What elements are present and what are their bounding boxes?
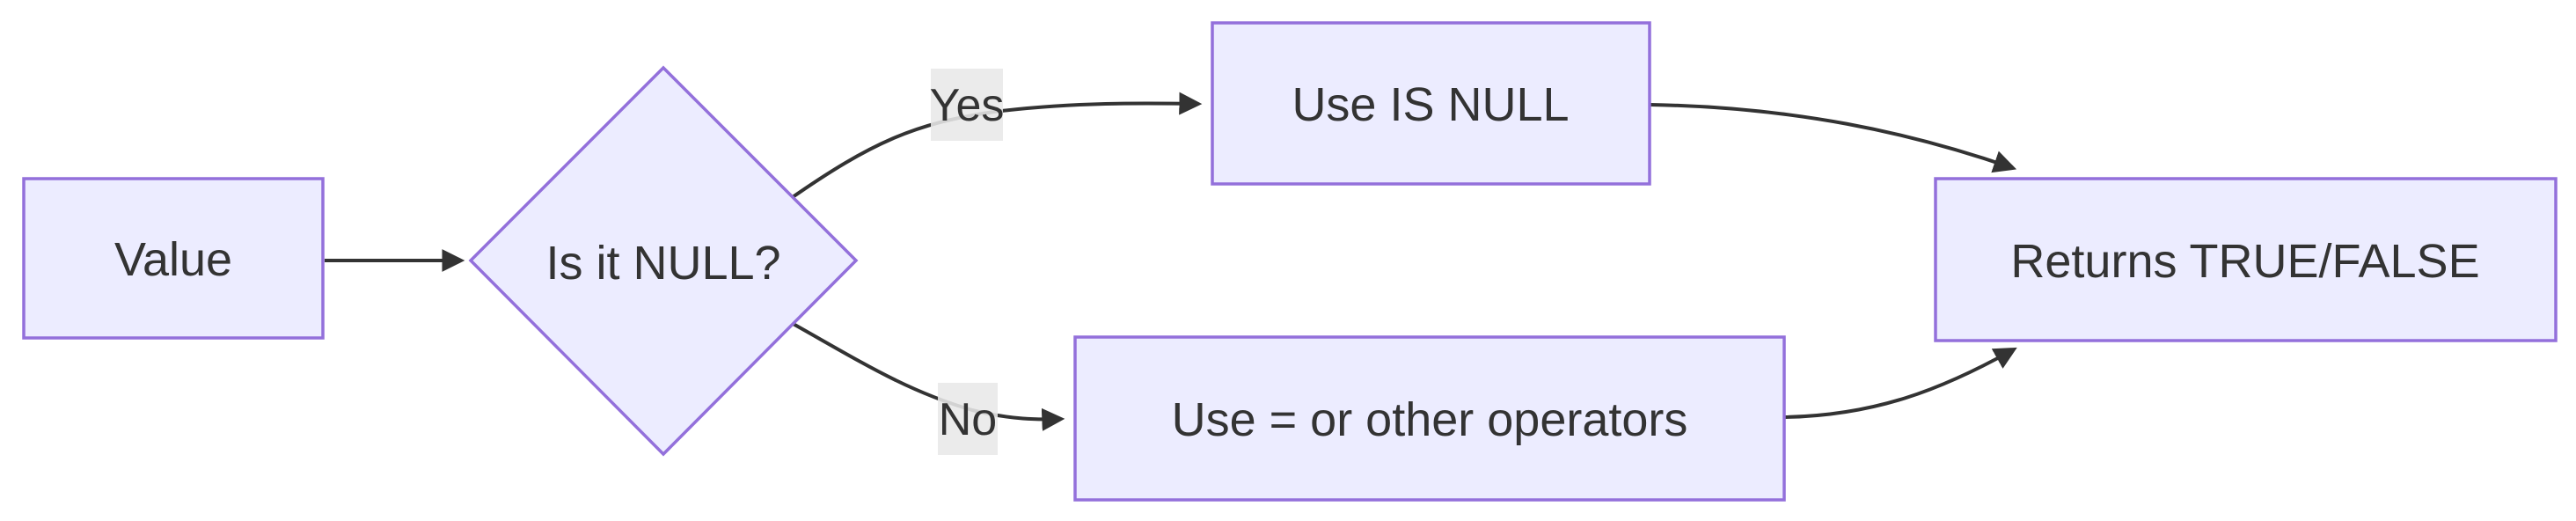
node-use-is-null: Use IS NULL (1211, 21, 1651, 186)
node-use-operators-box (1073, 335, 1786, 502)
edge-use-is-null-to-returns (1650, 103, 2017, 173)
node-use-is-null-box (1211, 21, 1651, 186)
edge-label-yes-bg (931, 69, 1003, 141)
node-decision-label: Is it NULL? (545, 237, 780, 290)
node-decision: Is it NULL? (468, 65, 859, 457)
edge-decision-to-use-operators (789, 320, 1065, 431)
node-use-is-null-label: Use IS NULL (1292, 78, 1569, 131)
edge-use-operators-to-returns (1784, 347, 2017, 419)
node-value: Value (22, 177, 325, 340)
node-returns-label: Returns TRUE/FALSE (2010, 235, 2479, 288)
node-use-operators-label: Use = or other operators (1172, 393, 1688, 446)
node-decision-diamond (468, 65, 859, 457)
node-value-box (22, 177, 325, 340)
node-returns-box (1934, 177, 2558, 342)
node-value-label: Value (114, 233, 232, 286)
edge-label-no: No (938, 383, 998, 455)
node-use-operators: Use = or other operators (1073, 335, 1786, 502)
edge-label-yes-text: Yes (930, 80, 1005, 131)
edge-label-no-bg (938, 383, 998, 455)
edge-label-yes: Yes (930, 69, 1005, 141)
edge-label-no-text: No (939, 394, 997, 445)
node-returns: Returns TRUE/FALSE (1934, 177, 2558, 342)
